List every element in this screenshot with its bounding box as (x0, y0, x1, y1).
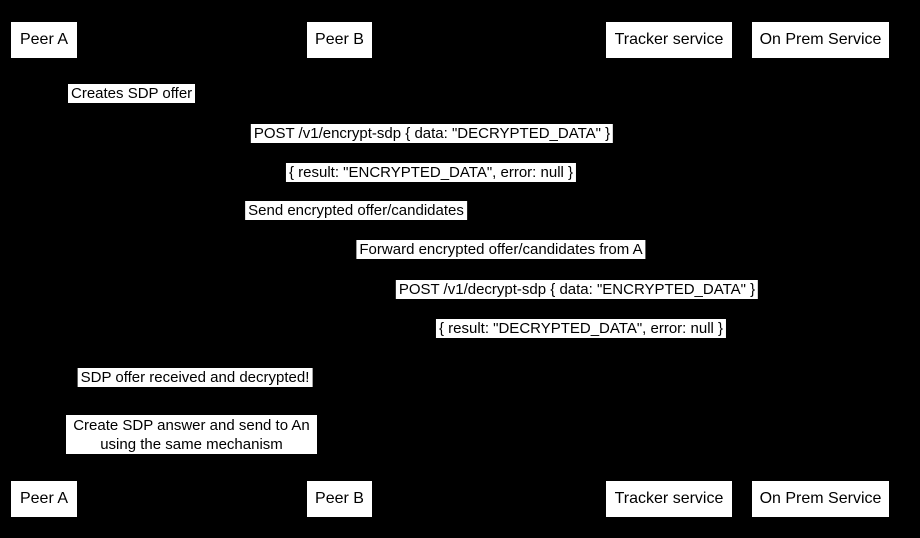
actor-on-prem-service-top: On Prem Service (752, 22, 889, 58)
lifeline-tracker-service (668, 58, 669, 481)
message-send-encrypted-offer: Send encrypted offer/candidates (245, 201, 467, 220)
actor-tracker-service-bottom: Tracker service (606, 481, 732, 517)
actor-peer-a-top: Peer A (11, 22, 77, 58)
message-sdp-offer-received: SDP offer received and decrypted! (77, 368, 313, 387)
note-line-2: using the same mechanism (100, 435, 283, 453)
note-line-1: Create SDP answer and send to An (73, 416, 310, 434)
actor-peer-b-bottom: Peer B (307, 481, 372, 517)
actor-peer-b-top: Peer B (307, 22, 372, 58)
message-forward-encrypted-offer: Forward encrypted offer/candidates from … (356, 240, 646, 259)
lifeline-peer-a (43, 58, 44, 481)
message-decrypt-sdp-response: { result: "DECRYPTED_DATA", error: null … (435, 319, 727, 338)
actor-peer-a-bottom: Peer A (11, 481, 77, 517)
message-decrypt-sdp-request: POST /v1/decrypt-sdp { data: "ENCRYPTED_… (395, 280, 759, 299)
lifeline-on-prem-service (820, 58, 821, 481)
note-create-sdp-answer: Create SDP answer and send to An using t… (66, 415, 317, 454)
lifeline-peer-b (339, 58, 340, 481)
actor-on-prem-service-bottom: On Prem Service (752, 481, 889, 517)
message-encrypt-sdp-request: POST /v1/encrypt-sdp { data: "DECRYPTED_… (250, 124, 614, 143)
message-creates-sdp-offer: Creates SDP offer (68, 84, 196, 103)
message-encrypt-sdp-response: { result: "ENCRYPTED_DATA", error: null … (285, 163, 577, 182)
actor-tracker-service-top: Tracker service (606, 22, 732, 58)
